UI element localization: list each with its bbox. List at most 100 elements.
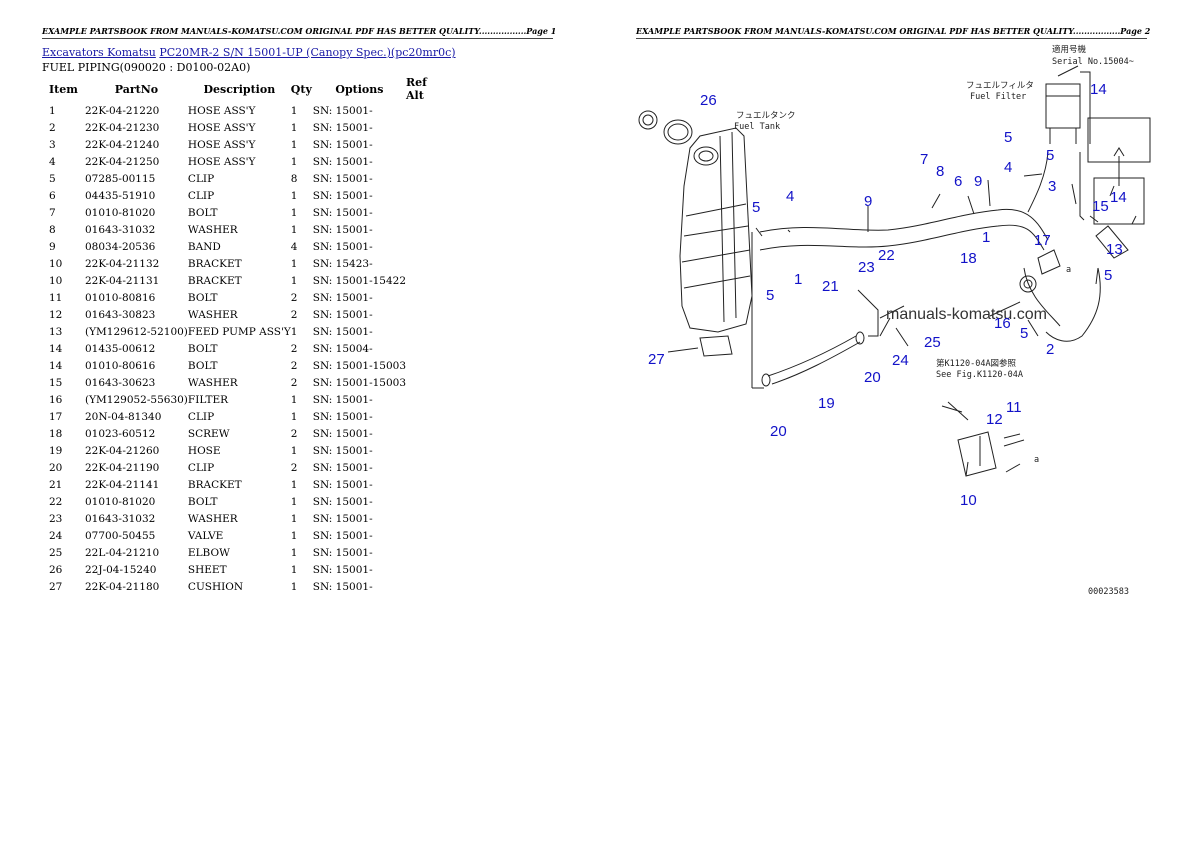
cell-options: SN: 15001- — [312, 325, 373, 338]
cell-description: HOSE ASS'Y — [187, 155, 256, 168]
cell-qty: 2 — [290, 342, 298, 355]
callout-6: 6 — [954, 173, 962, 190]
cell-refalt — [406, 357, 446, 374]
cell-qty: 4 — [290, 240, 298, 253]
cell-description: WASHER — [187, 223, 238, 236]
cell-refalt — [406, 323, 446, 340]
callout-19: 19 — [818, 395, 835, 412]
cell-qty: 1 — [290, 138, 298, 151]
feed-pump-drawing — [1087, 117, 1151, 259]
cell-partno: 04435-51910 — [85, 189, 156, 202]
fuel-filter-jp-label: フュエルフィルタ — [966, 81, 1034, 91]
parts-diagram: フュエルタンク Fuel Tank フュエルフィルタ Fuel Filter 適… — [638, 44, 1151, 597]
cell-options: SN: 15001- — [312, 580, 373, 593]
cell-partno: 22K-04-21141 — [85, 478, 160, 491]
cell-qty: 1 — [290, 410, 298, 423]
cell-options: SN: 15001- — [312, 410, 373, 423]
cell-partno: 22K-04-21180 — [85, 580, 160, 593]
cell-item: 23 — [49, 512, 63, 525]
cell-item: 24 — [49, 529, 63, 542]
cell-options: SN: 15004- — [312, 342, 373, 355]
cell-qty: 2 — [290, 308, 298, 321]
cell-partno: 07285-00115 — [85, 172, 156, 185]
callout-25: 25 — [924, 334, 941, 351]
table-header-row: Item PartNo Description Qty Options Ref … — [42, 76, 446, 102]
cell-qty: 1 — [290, 104, 298, 117]
cell-partno: 22K-04-21220 — [85, 104, 160, 117]
hose-19-drawing — [767, 335, 857, 377]
reference-letter-a1: a — [1066, 265, 1071, 275]
cell-refalt — [406, 255, 446, 272]
cell-options: SN: 15001- — [312, 104, 373, 117]
cell-partno: 01643-31032 — [85, 512, 156, 525]
cell-refalt — [406, 102, 446, 119]
hose-assemblies-drawing — [759, 151, 1101, 342]
cell-description: HOSE ASS'Y — [187, 121, 256, 134]
cell-item: 9 — [49, 240, 56, 253]
callout-26: 26 — [700, 92, 717, 109]
callout-5e: 5 — [1104, 267, 1112, 284]
cell-qty: 1 — [290, 563, 298, 576]
fuel-tank-drawing — [679, 127, 753, 333]
serial-label: Serial No.15004~ — [1052, 57, 1134, 67]
cell-refalt — [406, 391, 446, 408]
callout-1b: 1 — [982, 229, 990, 246]
cell-qty: 1 — [290, 444, 298, 457]
callout-14a: 14 — [1110, 189, 1127, 206]
cell-options: SN: 15001- — [312, 427, 373, 440]
cell-refalt — [406, 408, 446, 425]
cell-item: 25 — [49, 546, 63, 559]
cell-description: SCREW — [187, 427, 230, 440]
cell-partno: 22J-04-15240 — [85, 563, 157, 576]
cell-refalt — [406, 238, 446, 255]
cell-qty: 1 — [290, 512, 298, 525]
cell-item: 5 — [49, 172, 56, 185]
cell-item: 1 — [49, 104, 56, 117]
cell-partno: 01023-60512 — [85, 427, 156, 440]
bracket-10-drawing — [941, 401, 1025, 477]
cell-refalt — [406, 374, 446, 391]
cell-description: CLIP — [187, 172, 215, 185]
cell-qty: 1 — [290, 546, 298, 559]
breadcrumb-link-model[interactable]: PC20MR-2 S/N 15001-UP (Canopy Spec.)(pc2… — [159, 46, 456, 59]
cell-options: SN: 15001- — [312, 495, 373, 508]
cell-partno: 22L-04-21210 — [85, 546, 160, 559]
cell-item: 21 — [49, 478, 63, 491]
cell-item: 4 — [49, 155, 56, 168]
cell-item: 13 — [49, 325, 63, 338]
callout-22: 22 — [878, 247, 895, 264]
cell-qty: 1 — [290, 580, 298, 593]
cell-options: SN: 15001- — [312, 563, 373, 576]
cell-qty: 1 — [290, 325, 298, 338]
cell-qty: 1 — [290, 189, 298, 202]
see-fig-jp-label: 第K1120-04A図参照 — [936, 358, 1017, 369]
callout-7: 7 — [920, 151, 928, 168]
cell-description: BAND — [187, 240, 221, 253]
callout-5b: 5 — [766, 287, 774, 304]
reference-letter-a2: a — [1034, 455, 1039, 465]
breadcrumb-link-excavators[interactable]: Excavators Komatsu — [42, 46, 156, 59]
callout-4b: 4 — [1004, 159, 1012, 176]
col-refalt: Ref Alt — [406, 76, 427, 102]
bracket-valve-drawing — [857, 249, 1061, 337]
cell-options: SN: 15001-15003 — [312, 376, 407, 389]
cell-item: 17 — [49, 410, 63, 423]
cell-qty: 1 — [290, 393, 298, 406]
cell-partno: 22K-04-21190 — [85, 461, 160, 474]
cell-description: FEED PUMP ASS'Y — [187, 325, 291, 338]
cell-options: SN: 15001- — [312, 308, 373, 321]
cell-item: 15 — [49, 376, 63, 389]
cushion-drawing — [699, 335, 733, 357]
cell-refalt — [406, 459, 446, 476]
cell-item: 6 — [49, 189, 56, 202]
serial-jp-label: 適用号機 — [1052, 44, 1087, 55]
